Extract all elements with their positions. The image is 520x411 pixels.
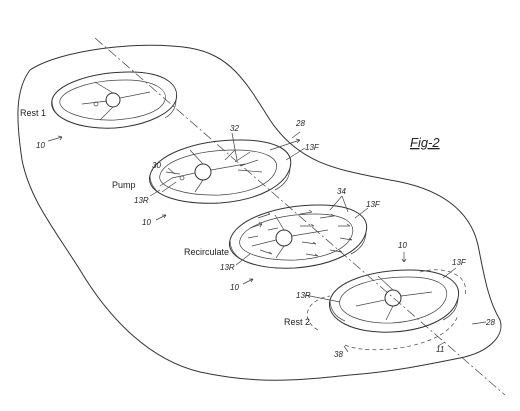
ref-13R-pump: 13R: [134, 196, 149, 205]
ref-10-rest2: 10: [398, 241, 407, 250]
label-rest2: Rest 2: [284, 317, 310, 327]
disc-pump: [149, 139, 292, 204]
leader-lines: [47, 131, 487, 353]
disc-rest1: [51, 71, 178, 129]
disc-rest2: [307, 269, 466, 351]
ref-10-recirc: 10: [230, 283, 239, 292]
ref-34: 34: [337, 187, 346, 196]
ref-28-bottom: 28: [485, 318, 495, 327]
label-pump: Pump: [112, 180, 136, 190]
figure-title: Fig-2: [410, 135, 440, 150]
label-rest1: Rest 1: [20, 108, 46, 118]
ref-13R-rest2: 13R: [296, 291, 311, 300]
ref-13F-pump: 13F: [305, 143, 320, 152]
ref-13R-recirc: 13R: [220, 263, 235, 272]
ref-38: 38: [334, 350, 343, 359]
disc-recirculate: [229, 204, 368, 269]
ref-13F-recirc: 13F: [366, 200, 381, 209]
ref-32: 32: [230, 124, 239, 133]
ref-13F-rest2: 13F: [452, 258, 467, 267]
ref-28-top: 28: [295, 119, 305, 128]
center-axis-line: [94, 37, 506, 396]
ref-30: 30: [152, 161, 161, 170]
ref-10-pump: 10: [142, 218, 151, 227]
ref-10-rest1: 10: [36, 141, 45, 150]
ref-11: 11: [436, 345, 444, 354]
outer-boundary: [17, 44, 502, 381]
label-recirculate: Recirculate: [184, 247, 229, 257]
